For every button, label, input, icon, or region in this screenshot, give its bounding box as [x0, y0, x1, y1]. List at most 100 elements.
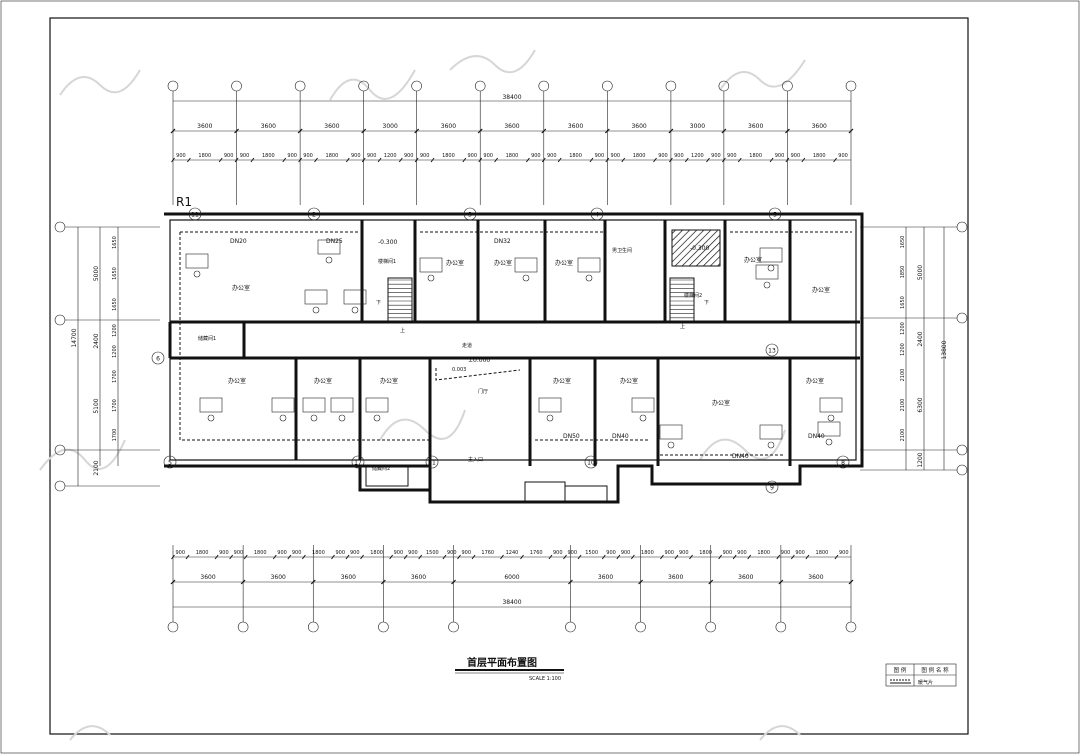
dim-tick — [403, 554, 408, 560]
dim-tick — [801, 157, 806, 163]
desk — [577, 257, 601, 273]
stair-2-up: 上 — [680, 323, 685, 330]
top-sub-dimension: 900 — [531, 153, 541, 159]
top-span-dimension: 3000 — [383, 123, 398, 130]
top-span-dimension: 3600 — [631, 123, 646, 130]
top-sub-dimension: 900 — [658, 153, 668, 159]
top-sub-dimension: 900 — [611, 153, 621, 159]
bottom-sub-dimension: 900 — [394, 550, 404, 556]
top-sub-dimension: 900 — [240, 153, 250, 159]
plan-axis-label: 8 — [841, 460, 845, 467]
top-sub-dimension: 900 — [547, 153, 557, 159]
plan-axis-bubble — [151, 351, 165, 365]
axis-bubble-top — [782, 80, 793, 92]
bottom-sub-dimension: 900 — [737, 550, 747, 556]
bottom-sub-dimension: 900 — [839, 550, 849, 556]
dim-tick — [605, 157, 610, 163]
chair — [827, 414, 835, 422]
dim-tick — [638, 579, 644, 585]
chair — [279, 414, 287, 422]
top-sub-dimension: 900 — [176, 153, 186, 159]
top-sub-dimension: 1800 — [633, 153, 646, 159]
desk — [185, 253, 209, 269]
left-span-dimension: 2100 — [93, 460, 100, 475]
pipe-label-dn32: DN32 — [494, 238, 511, 245]
desk — [199, 397, 223, 413]
dim-tick — [604, 128, 610, 134]
axis-bubble-bottom — [565, 621, 576, 633]
top-sub-dimension: 900 — [224, 153, 234, 159]
bottom-sub-dimension: 900 — [567, 550, 577, 556]
dim-tick — [287, 554, 292, 560]
top-sub-dimension: 900 — [727, 153, 737, 159]
dim-tick — [848, 579, 854, 585]
dim-tick — [170, 128, 176, 134]
bottom-sub-dimension: 900 — [781, 550, 791, 556]
left-sub-dimension: 1700 — [112, 429, 118, 442]
dim-tick — [785, 128, 790, 134]
top-sub-dimension: 1800 — [506, 153, 519, 159]
dim-tick — [494, 157, 499, 163]
dim-tick — [430, 157, 435, 163]
right-sub-dimension: 1650 — [900, 296, 906, 309]
chair — [825, 438, 833, 446]
axis-bubble-top — [474, 80, 486, 92]
right-sub-dimension: 1650 — [900, 236, 906, 249]
dim-tick — [660, 554, 664, 560]
bottom-sub-dimension: 900 — [219, 550, 229, 556]
dim-tick — [451, 579, 456, 585]
top-sub-dimension: 900 — [483, 153, 493, 159]
drawing-scale: SCALE 1:100 — [529, 676, 561, 682]
top-sub-dimension: 1800 — [749, 153, 762, 159]
bottom-sub-dimension: 900 — [350, 550, 360, 556]
right-total-dimension: 13800 — [941, 340, 948, 359]
top-sub-dimension: 1200 — [691, 153, 704, 159]
legend-header-symbol: 图 例 — [894, 666, 907, 674]
dim-tick — [732, 554, 737, 560]
chair — [427, 274, 435, 282]
bottom-sub-dimension: 1500 — [426, 550, 439, 556]
top-sub-dimension: 900 — [711, 153, 721, 159]
stair-1-down: 下 — [376, 300, 381, 306]
dim-tick — [442, 554, 447, 560]
top-total-dimension: 38400 — [502, 94, 521, 101]
dim-tick — [272, 554, 277, 560]
dim-tick — [418, 554, 423, 560]
watermark-marks — [39, 49, 806, 741]
room-label-office-12: 办公室 — [712, 399, 730, 407]
stair-2 — [669, 277, 695, 323]
top-sub-dimension: 900 — [838, 153, 848, 159]
dim-tick — [668, 128, 674, 134]
room-label-office-2: 办公室 — [446, 259, 464, 267]
bottom-sub-dimension: 900 — [292, 550, 302, 556]
bottom-sub-dimension: 900 — [553, 550, 563, 556]
bottom-span-dimension: 3600 — [668, 574, 683, 581]
bottom-sub-dimension: 900 — [664, 550, 674, 556]
dim-tick — [568, 579, 573, 585]
room-label-office-13: 办公室 — [806, 377, 824, 385]
top-sub-dimension: 900 — [303, 153, 313, 159]
dim-tick — [776, 554, 781, 560]
axis-bubble-bottom — [705, 621, 717, 633]
room-label-office-5: 办公室 — [744, 256, 762, 264]
room-label-office-7: 办公室 — [228, 377, 246, 385]
bottom-sub-dimension: 1800 — [699, 550, 712, 556]
room-label-office-10: 办公室 — [553, 377, 571, 385]
room-label-office-3: 办公室 — [494, 259, 512, 267]
bottom-sub-dimension: 900 — [234, 550, 244, 556]
right-sub-dimension: 1200 — [900, 343, 906, 356]
left-sub-dimension: 1650 — [112, 236, 118, 249]
chair — [546, 414, 554, 422]
dim-tick — [240, 579, 246, 585]
plan-axis-label: 11 — [428, 460, 436, 467]
stair-1 — [387, 277, 413, 323]
top-sub-dimension: 1800 — [442, 153, 455, 159]
bottom-sub-dimension: 1800 — [254, 550, 267, 556]
plan-axis-label: 10 — [587, 460, 595, 467]
plan-axis-bubble — [765, 343, 779, 357]
desk — [343, 289, 367, 305]
left-dimension-lines — [54, 221, 160, 492]
desk — [330, 397, 354, 413]
